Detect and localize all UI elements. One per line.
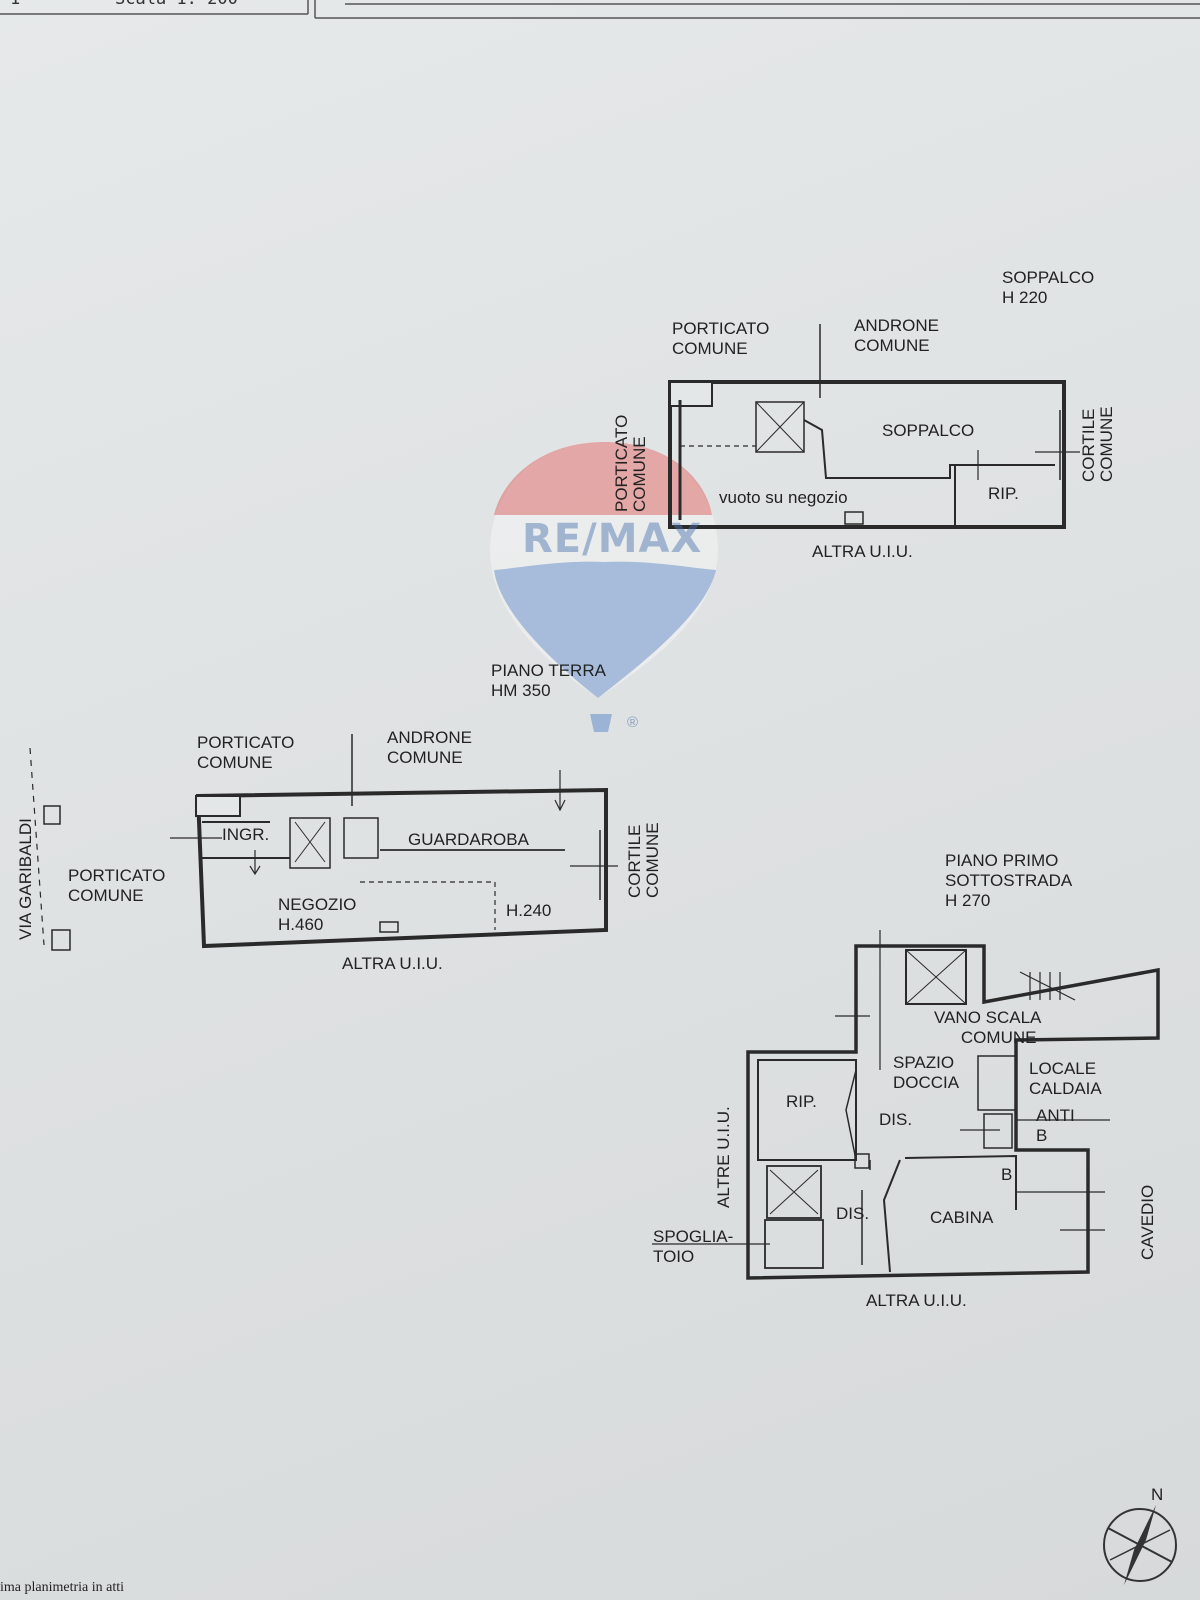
room-ingr: INGR.	[222, 825, 270, 844]
vano-scala-label: VANO SCALA COMUNE	[934, 1008, 1042, 1047]
altra-uiu-label: ALTRA U.I.U.	[812, 542, 913, 561]
locale-caldaia-label: LOCALE CALDAIA	[1029, 1059, 1102, 1098]
compass-rose-icon	[1103, 1505, 1177, 1585]
porticato-label: PORTICATO COMUNE	[672, 319, 770, 358]
soppalco-title: SOPPALCO H 220	[1002, 268, 1095, 307]
basement-walls	[652, 930, 1160, 1280]
registered-mark: ®	[627, 714, 639, 731]
spogliatoio-label: SPOGLIA- TOIO	[653, 1227, 734, 1266]
remax-logo: RE/MAX	[522, 516, 703, 562]
room-guardaroba: GUARDAROBA	[408, 830, 529, 849]
ground-floor-walls	[29, 734, 618, 951]
room-vuoto: vuoto su negozio	[719, 488, 848, 507]
cavedio-label: CAVEDIO	[1138, 1184, 1157, 1260]
altre-uiu-label: ALTRE U.I.U.	[714, 1106, 733, 1208]
altra-uiu-label: ALTRA U.I.U.	[866, 1291, 967, 1310]
page-number: 1	[10, 0, 20, 9]
street-label: VIA GARIBALDI	[16, 818, 35, 940]
porticato-top-label: PORTICATO COMUNE	[197, 733, 295, 772]
height-240-label: H.240	[506, 901, 552, 920]
porticato-left-label: PORTICATO COMUNE	[68, 866, 166, 905]
room-soppalco: SOPPALCO	[882, 421, 975, 440]
room-negozio: NEGOZIO H.460	[278, 895, 357, 934]
spazio-doccia-label: SPAZIO DOCCIA	[893, 1053, 960, 1092]
piano-terra-title: PIANO TERRA HM 350	[491, 661, 606, 700]
cortile-side-label: CORTILE COMUNE	[625, 822, 662, 898]
header-frame	[0, 0, 1200, 19]
room-rip: RIP.	[786, 1092, 817, 1111]
compass-north-label: N	[1151, 1485, 1164, 1504]
cortile-side-label: CORTILE COMUNE	[1079, 406, 1116, 482]
room-dis-lower: DIS.	[836, 1204, 870, 1223]
footer-note: ima planimetria in atti	[0, 1580, 125, 1595]
androne-label: ANDRONE COMUNE	[387, 728, 473, 767]
room-rip: RIP.	[988, 484, 1019, 503]
remax-balloon-icon	[490, 442, 718, 732]
scale-label: Scala 1: 200	[115, 0, 238, 9]
androne-label: ANDRONE COMUNE	[854, 316, 940, 355]
room-cabina: CABINA	[930, 1208, 994, 1227]
piano-primo-title: PIANO PRIMO SOTTOSTRADA H 270	[945, 851, 1073, 910]
altra-uiu-label: ALTRA U.I.U.	[342, 954, 443, 973]
porticato-side-label: PORTICATO COMUNE	[612, 414, 649, 512]
room-b: B	[1001, 1165, 1013, 1184]
room-dis-upper: DIS.	[879, 1110, 913, 1129]
anti-b-label: ANTI B	[1036, 1106, 1075, 1145]
mezzanine-walls	[668, 324, 1080, 529]
